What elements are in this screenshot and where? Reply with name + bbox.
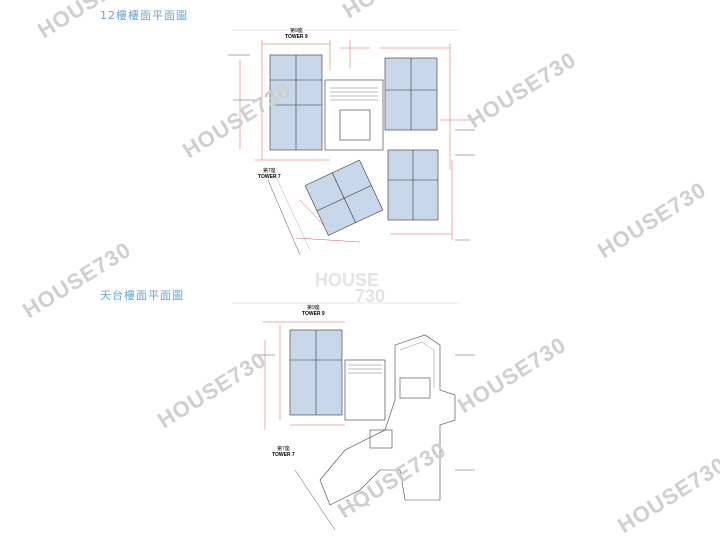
tower-9-label-roof: 第9座 TOWER 9 (302, 305, 325, 317)
tower-7-zh: 第7座 (262, 168, 276, 174)
tower-7-zh-roof: 第7座 (276, 446, 290, 452)
upper-plan (228, 29, 475, 256)
center-watermark-line2: 730 (355, 286, 386, 306)
plan-title-12f: 12樓樓面平面圖 (100, 9, 188, 22)
tower-9-zh-roof: 第9座 (306, 305, 320, 311)
tower-9-label: 第9座 TOWER 9 (285, 28, 308, 40)
tower-7-label-roof: 第7座 TOWER 7 (272, 446, 295, 458)
tower-9-en: TOWER 9 (285, 34, 308, 40)
tower-9-en-roof: TOWER 9 (302, 311, 325, 317)
tower-7-en: TOWER 7 (258, 174, 281, 180)
tower-7-en-roof: TOWER 7 (272, 452, 295, 458)
lower-plan (232, 302, 475, 531)
plan-title-roof: 天台樓面平面圖 (100, 289, 184, 302)
center-watermark: HOUSE 730 (315, 270, 386, 306)
tower-9-zh: 第9座 (289, 28, 303, 34)
tower-7-label: 第7座 TOWER 7 (258, 168, 281, 180)
center-watermark-line1: HOUSE (315, 270, 380, 290)
